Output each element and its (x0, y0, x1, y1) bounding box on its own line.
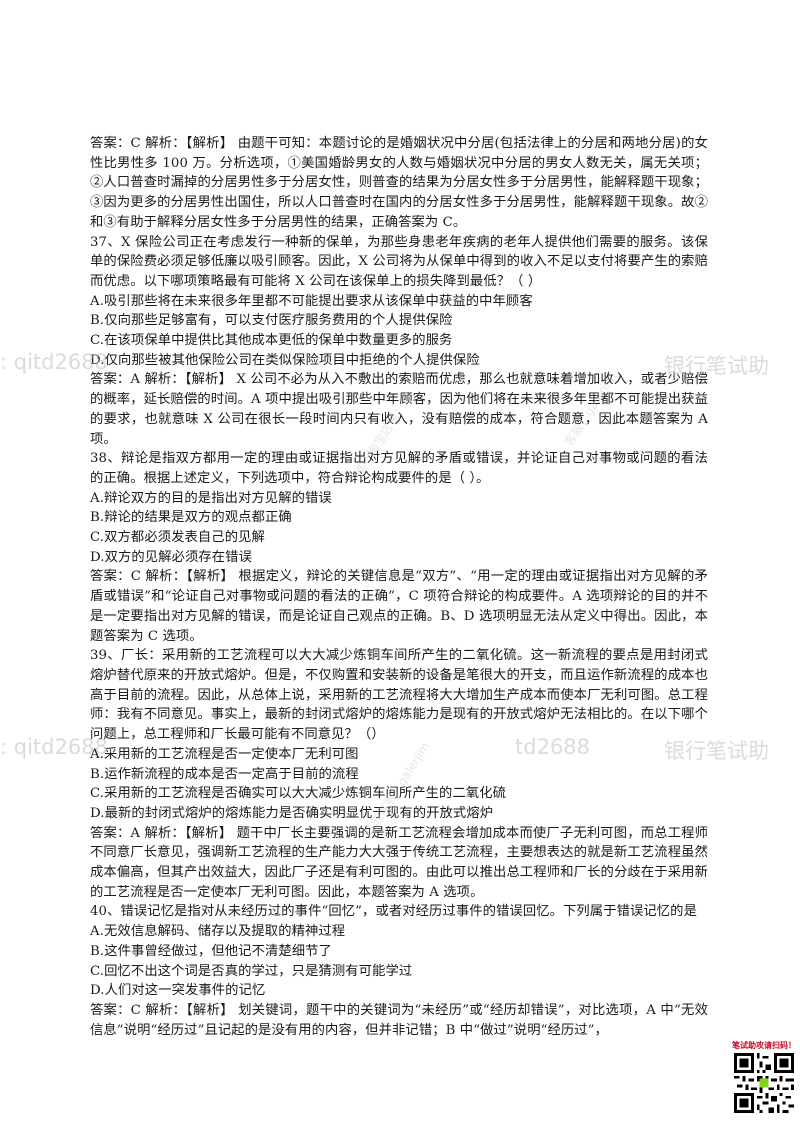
answer-36-explanation: 答案：C 解析：【解析】 由题干可知：本题讨论的是婚姻状况中分居(包括法律上的分… (90, 136, 708, 230)
question-38-option-d: D.双方的见解必须存在错误 (90, 549, 252, 565)
question-39-option-d: D.最新的封闭式熔炉的熔炼能力是否确实明显优于现有的开放式熔炉 (90, 805, 494, 821)
answer-40-explanation: 答案：C 解析：【解析】 划关键词，题干中的关键词为“未经历”或“经历却错误”，… (90, 1002, 708, 1038)
question-38-option-a: A.辩论双方的目的是指出对方见解的错误 (90, 490, 332, 506)
question-37-option-d: D.仅向那些被其他保险公司在类似保险项目中拒绝的个人提供保险 (90, 352, 480, 368)
question-39-option-b: B.运作新流程的成本是否一定高于目前的流程 (90, 766, 359, 782)
qr-title: 笔试助攻请扫码！ (732, 1041, 796, 1050)
question-38-option-b: B.辩论的结果是双方的观点都正确 (90, 510, 292, 526)
question-37-option-a: A.吸引那些将在未来很多年里都不可能提出要求从该保单中获益的中年顾客 (90, 293, 533, 309)
question-39-option-c: C.采用新的工艺流程是否确实可以大大减少炼铜车间所产生的二氧化硫 (90, 786, 507, 802)
question-39: 39、厂长：采用新的工艺流程可以大大减少炼铜车间所产生的二氧化硫。这一新流程的要… (90, 648, 708, 743)
question-40-option-a: A.无效信息解码、储存以及提取的精神过程 (90, 924, 346, 940)
answer-38-explanation: 答案：C 解析：【解析】 根据定义，辩论的关键信息是“双方”、“用一定的理由或证… (90, 569, 708, 644)
question-40-option-c: C.回忆不出这个词是否真的学过，只是猜测有可能学过 (90, 963, 413, 979)
question-38-option-c: C.双方都必须发表自己的见解 (90, 530, 265, 546)
question-40: 40、错误记忆是指对从未经历过的事件“回忆”，或者对经历过事件的错误回忆。下列属… (90, 904, 697, 920)
answer-39-explanation: 答案：A 解析：【解析】 题干中厂长主要强调的是新工艺流程会增加成本而使厂子无利… (90, 825, 708, 900)
qr-promo: 笔试助攻请扫码！ (730, 1040, 798, 1113)
question-37: 37、X 保险公司正在考虑发行一种新的保单，为那些身患老年疾病的老年人提供他们需… (90, 234, 708, 289)
question-37-option-c: C.在该项保单中提供比其他成本更低的保单中数量更多的服务 (90, 333, 453, 349)
question-38: 38、辩论是指双方都用一定的理由或证据指出对方见解的矛盾或错误，并论证自己对事物… (90, 451, 708, 486)
qr-code-icon (734, 1053, 794, 1113)
question-37-option-b: B.仅向那些足够富有，可以支付医疗服务费用的个人提供保险 (90, 313, 453, 329)
answer-37-explanation: 答案：A 解析：【解析】 X 公司不必为从入不敷出的索赔而优虑，那么也就意味着增… (90, 372, 708, 447)
question-40-option-b: B.这件事曾经做过，但他记不清楚细节了 (90, 943, 332, 959)
document-body: 答案：C 解析：【解析】 由题干可知：本题讨论的是婚姻状况中分居(包括法律上的分… (90, 134, 708, 1040)
question-40-option-d: D.人们对这一突发事件的记忆 (90, 983, 266, 999)
question-39-option-a: A.采用新的工艺流程是否一定使本厂无利可图 (90, 746, 359, 762)
